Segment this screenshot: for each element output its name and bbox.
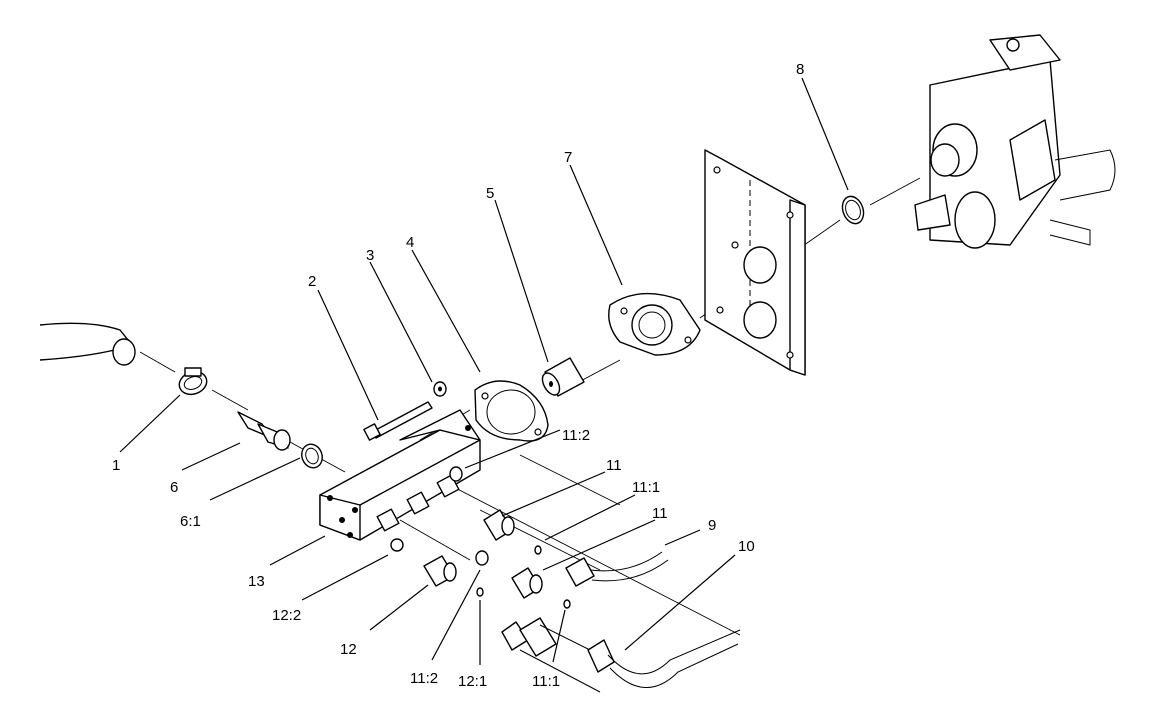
seal-11-1-bottom: [563, 599, 571, 609]
callout-6: 6: [170, 479, 178, 496]
hose-fitting: [237, 411, 291, 451]
hose-clamp: [178, 367, 208, 396]
callout-12-1: 12:1: [458, 673, 487, 690]
fitting-11-upper: [483, 509, 515, 541]
callout-5: 5: [486, 185, 494, 202]
seal-11-1-top: [534, 545, 542, 555]
leader-lines: [119, 77, 849, 665]
suction-hose: [39, 322, 136, 366]
callout-labels: 1 2 3 4 5 6 6:1 7 8 9 10 11:2 11 11:1 11…: [112, 61, 804, 690]
callout-11-1-bottom: 11:1: [532, 673, 560, 690]
gasket: [474, 380, 549, 442]
callout-2: 2: [308, 273, 316, 290]
callout-12: 12: [340, 641, 357, 658]
seal-12-2: [390, 538, 404, 552]
bearing-flange: [608, 292, 701, 356]
pressure-pipe-9: [565, 551, 669, 587]
callout-11-a: 11: [606, 457, 622, 474]
callout-11-1-top: 11:1: [632, 479, 660, 496]
mounting-plate: [704, 149, 806, 376]
screw: [363, 401, 433, 441]
engine-gearbox: [914, 34, 1116, 249]
callout-8: 8: [796, 61, 804, 78]
seal-12-1: [476, 587, 484, 597]
coupling-sleeve: [541, 357, 585, 397]
washer: [433, 381, 447, 397]
callout-11-2-bottom: 11:2: [410, 670, 438, 687]
seal-11-2-top: [449, 466, 463, 482]
seal-ring: [301, 443, 323, 469]
callout-12-2: 12:2: [272, 607, 301, 624]
return-pipe-10: [501, 617, 741, 693]
callout-13: 13: [248, 573, 265, 590]
callout-11-2-top: 11:2: [562, 427, 590, 444]
callout-7: 7: [564, 149, 572, 166]
o-ring: [841, 195, 865, 225]
callout-3: 3: [366, 247, 374, 264]
seal-11-2-bottom: [475, 550, 489, 566]
hydraulic-pump-body: [319, 409, 481, 541]
callout-11-b: 11: [652, 505, 668, 522]
fitting-11-lower: [511, 567, 543, 599]
callout-4: 4: [406, 234, 414, 251]
callout-6-1: 6:1: [180, 513, 201, 530]
callout-10: 10: [738, 538, 755, 555]
callout-1: 1: [112, 457, 120, 474]
fitting-12: [423, 555, 457, 587]
callout-9: 9: [708, 517, 716, 534]
